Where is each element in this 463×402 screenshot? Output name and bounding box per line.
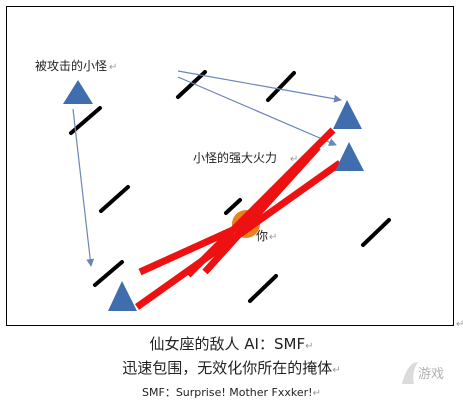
caption-line-1-text: 仙女座的敌人 AI：SMF (149, 335, 306, 353)
label-attacked-minion: 被攻击的小怪 (35, 58, 107, 73)
label-attacked-minion-mark: ↵ (109, 62, 117, 73)
caption-line-1: 仙女座的敌人 AI：SMF↵ (0, 333, 463, 354)
diagram-frame (6, 6, 454, 326)
frame-end-mark: ↵ (456, 319, 463, 330)
paragraph-mark: ↵ (332, 365, 341, 376)
paragraph-mark: ↵ (305, 341, 314, 352)
caption-line-2: 迅速包围，无效化你所在的掩体↵ (0, 357, 463, 378)
cover-bar (93, 260, 124, 287)
caption-line-2-text: 迅速包围，无效化你所在的掩体 (122, 359, 333, 377)
label-you: 你 (256, 229, 268, 243)
label-strong-fire-mark: ↵ (290, 154, 298, 165)
enemy-triangle (63, 80, 93, 104)
move-arrow (72, 108, 95, 267)
watermark-text: 游戏 (418, 367, 445, 382)
cover-bar (99, 185, 130, 213)
cover-bar (224, 198, 242, 215)
caption-line-3: SMF：Surprise! Mother Fxxker!↵ (0, 384, 463, 400)
paragraph-mark: ↵ (312, 388, 321, 399)
cover-bar (176, 70, 207, 99)
fire-beam (202, 144, 321, 275)
cover-bar (266, 71, 296, 102)
watermark-logo-icon (402, 362, 418, 384)
cover-bar (361, 218, 391, 247)
caption-line-3-text: SMF：Surprise! Mother Fxxker! (142, 386, 313, 399)
enemy-triangle (335, 142, 364, 171)
enemy-triangle (333, 100, 362, 129)
move-arrow (177, 76, 337, 146)
label-strong-fire: 小怪的强大火力 (193, 150, 277, 165)
label-you-mark: ↵ (269, 232, 277, 243)
enemy-triangle (108, 281, 137, 311)
cover-bar (248, 274, 278, 303)
move-arrow (177, 70, 342, 103)
